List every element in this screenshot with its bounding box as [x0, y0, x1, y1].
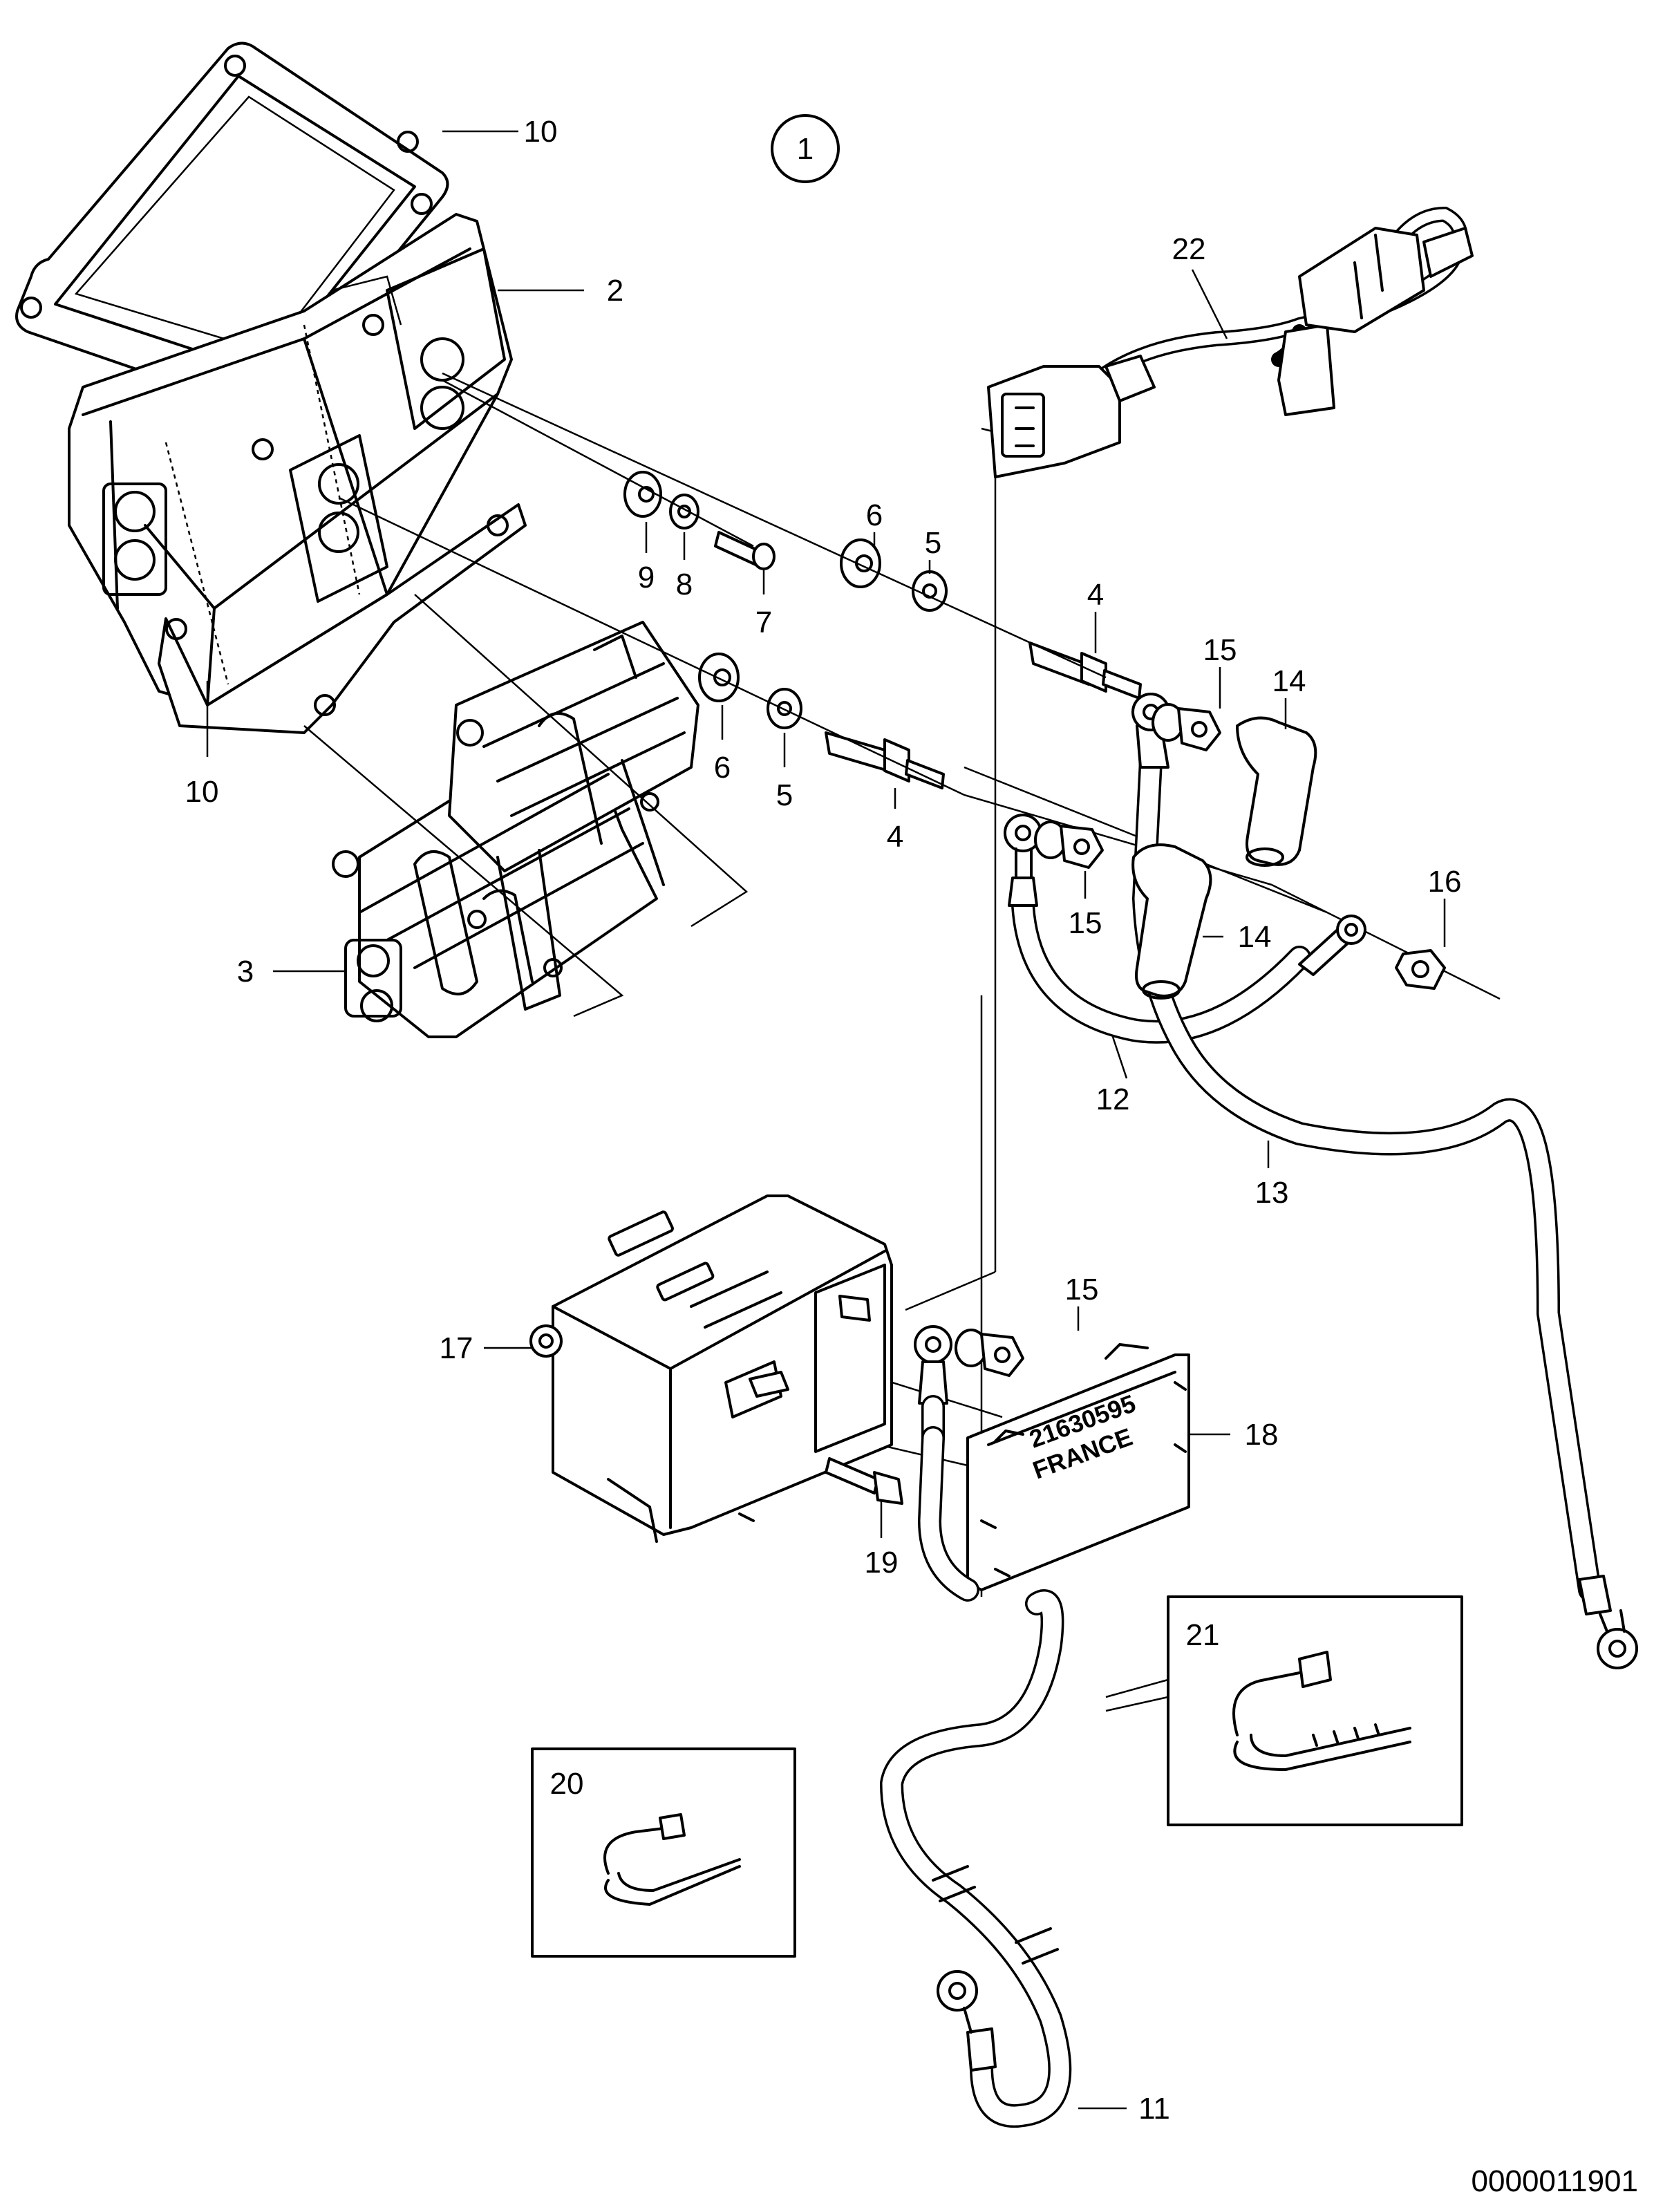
callout-14-mid: 14 [1238, 920, 1272, 954]
fuse-box-cover-part-18: 21630595 FRANCE [966, 1343, 1190, 1591]
fuse-holder-part-17 [529, 1194, 893, 1543]
callout-10-top: 10 [524, 115, 558, 149]
terminal-boot-part-14-mid [1131, 843, 1212, 1000]
callout-2: 2 [607, 274, 623, 308]
bolt-part-7 [714, 531, 776, 570]
nut-part-16 [1395, 949, 1446, 990]
ring-terminal-fuse-box [914, 1325, 952, 1450]
callout-leaders [206, 130, 1446, 2110]
callout-6-top: 6 [866, 498, 883, 532]
callout-21: 21 [1186, 1618, 1220, 1652]
stud-part-4-bottom [825, 731, 945, 789]
callout-15-bottom: 15 [1065, 1273, 1099, 1306]
wiring-harness-part-22 [987, 206, 1474, 478]
callout-9: 9 [638, 561, 655, 594]
inset-box-part-20 [531, 1747, 796, 1958]
callout-19: 19 [865, 1546, 899, 1580]
callout-20: 20 [550, 1767, 584, 1801]
nut-part-15-top [1152, 703, 1221, 751]
callout-17: 17 [440, 1331, 473, 1365]
inset-box-part-21 [1105, 1595, 1463, 1826]
view-number-marker: 1 [771, 114, 840, 183]
callout-10-bottom: 10 [185, 775, 219, 809]
gasket-bottom-part-10 [158, 503, 527, 734]
relay-fuse-block-part-3 [303, 594, 749, 1038]
stud-part-4-top [1028, 641, 1142, 700]
nut-part-6-top [840, 538, 881, 588]
callout-numbers: 10 2 10 3 9 8 7 6 5 6 5 4 4 15 14 15 14 … [185, 115, 1462, 2126]
callout-6-bottom: 6 [714, 751, 731, 785]
callout-4-top: 4 [1087, 578, 1104, 612]
callout-12: 12 [1096, 1082, 1130, 1116]
battery-cable-part-11 [880, 1426, 1072, 2128]
callout-15-mid: 15 [1069, 906, 1102, 940]
callout-13: 13 [1255, 1176, 1289, 1210]
callout-16: 16 [1428, 865, 1462, 899]
nut-part-15-bottom [955, 1329, 1024, 1377]
terminal-boot-part-14-top [1236, 716, 1317, 867]
callout-7: 7 [755, 606, 772, 639]
callout-4-bottom: 4 [887, 820, 903, 854]
callout-3: 3 [237, 955, 254, 988]
callout-18: 18 [1245, 1418, 1279, 1452]
washer-part-8 [669, 494, 699, 529]
battery-cable-part-12 [1004, 814, 1366, 1044]
callout-8: 8 [676, 568, 693, 601]
view-number-text: 1 [797, 132, 814, 166]
callout-15-top: 15 [1203, 633, 1237, 667]
drawing-number: 0000011901 [1472, 2164, 1638, 2198]
washer-part-5-bottom [767, 688, 802, 729]
bolt-part-19 [825, 1457, 903, 1505]
nut-part-15-mid [1034, 821, 1104, 869]
callout-5-top: 5 [925, 526, 941, 560]
callout-14-top: 14 [1272, 664, 1306, 698]
battery-cable-part-13 [1131, 693, 1638, 1669]
callout-11: 11 [1138, 2092, 1170, 2126]
callout-5-bottom: 5 [776, 778, 793, 812]
callout-22: 22 [1172, 232, 1206, 266]
